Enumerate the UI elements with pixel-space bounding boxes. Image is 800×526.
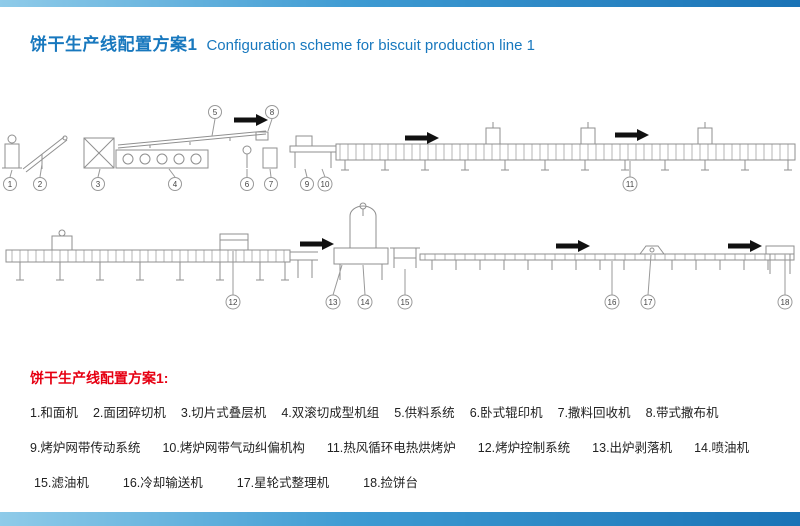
callout-number: 13 [329,298,338,307]
cooling-conveyor-icon [419,253,795,270]
callout-15: 15 [397,294,413,310]
callout-number: 17 [644,298,653,307]
callout-number: 3 [96,180,101,189]
legend-line-2: 9.烤炉网带传动系统 10.烤炉网带气动纠偏机构 11.热风循环电热烘烤炉 12… [30,437,784,456]
legend-item-15: 15.滤油机 [34,476,89,490]
callout-5: 5 [208,105,222,119]
bottom-decor-bar [0,512,800,526]
flow-arrow [234,114,268,126]
legend-item-11: 11.热风循环电热烘烤炉 [326,441,456,455]
flow-arrow [300,238,334,250]
stripper-oil-sprayer-icon [333,202,389,280]
callout-number: 5 [213,108,218,117]
callout-10: 10 [317,176,333,192]
dough-cutter-conveyor-icon [22,135,68,173]
callout-6: 6 [240,177,254,191]
callout-number: 2 [38,180,43,189]
callout-number: 7 [269,180,274,189]
title-english: Configuration scheme for biscuit product… [206,37,535,54]
legend-item-2: 2.面团碎切机 [92,406,166,420]
title-chinese: 饼干生产线配置方案1 [30,35,198,54]
callout-number: 10 [321,180,330,189]
callout-number: 18 [781,298,790,307]
baking-oven-icon [335,143,796,171]
callout-4: 4 [168,177,182,191]
picking-table-icon [765,245,795,274]
legend-item-4: 4.双滚切成型机组 [281,406,380,420]
oven-control-box-icon [219,233,249,251]
legend-item-8: 8.带式撒布机 [645,406,719,420]
transition-section-icon [290,251,318,278]
oven-cabinet-icon [485,122,713,145]
callout-16: 16 [604,294,620,310]
flow-arrow [728,240,762,252]
legend-item-7: 7.撒料回收机 [557,406,631,420]
callout-number: 8 [270,108,275,117]
callout-9: 9 [300,177,314,191]
legend-item-12: 12.烤炉控制系统 [477,441,571,455]
callout-number: 11 [626,180,635,189]
flow-arrow [556,240,590,252]
oil-filter-icon [390,247,420,268]
callout-11: 11 [622,176,638,192]
oven-belt-band-icon [5,249,291,281]
belt-drive-unit-icon [51,229,73,251]
callout-18: 18 [777,294,793,310]
legend-item-1: 1.和面机 [30,406,78,420]
callout-3: 3 [91,177,105,191]
callout-number: 1 [8,180,13,189]
legend-line-3: 15.滤油机 16.冷却输送机 17.星轮式整理机 18.捡饼台 [34,472,784,491]
production-line-diagram: 1 2 3 4 5 6 7 8 9 10 11 12 13 14 15 16 1… [0,92,800,354]
callout-number: 4 [173,180,178,189]
callout-12: 12 [225,294,241,310]
star-wheel-arranger-icon [639,245,665,255]
legend-item-5: 5.供料系统 [394,406,455,420]
callout-number: 14 [361,298,370,307]
legend-item-17: 17.星轮式整理机 [236,476,330,490]
roller-printer-icon [242,145,252,168]
callout-1: 1 [3,177,17,191]
top-decor-bar [0,0,800,7]
dough-mixer-icon [2,134,22,169]
legend-line-1: 1.和面机 2.面团碎切机 3.切片式叠层机 4.双滚切成型机组 5.供料系统 … [30,402,784,421]
callout-number: 15 [401,298,410,307]
callout-number: 12 [229,298,238,307]
callout-7: 7 [264,177,278,191]
legend-item-16: 16.冷却输送机 [122,476,203,490]
callout-14: 14 [357,294,373,310]
oven-belt-platform-icon [289,135,337,168]
legend-item-13: 13.出炉剥落机 [592,441,673,455]
callouts: 1 2 3 4 5 6 7 8 9 10 11 12 13 14 15 16 1… [3,105,793,310]
page-title: 饼干生产线配置方案1 Configuration scheme for bisc… [30,30,535,55]
legend-item-10: 10.烤炉网带气动纠偏机构 [162,441,305,455]
callout-2: 2 [33,177,47,191]
laminator-icon [83,137,115,169]
diagram-svg: 1 2 3 4 5 6 7 8 9 10 11 12 13 14 15 16 1… [2,105,796,310]
sprinkler-recycler-icon [262,147,278,169]
legend-heading: 饼干生产线配置方案1: [30,370,169,386]
legend-item-14: 14.喷油机 [694,441,749,455]
callout-13: 13 [325,294,341,310]
top-row-equipment [2,122,796,173]
belt-sprinkler-icon [255,131,269,141]
legend-item-6: 6.卧式辊印机 [469,406,543,420]
feeder-system-icon [117,130,267,149]
callout-number: 16 [608,298,617,307]
flow-arrow [405,132,439,144]
callout-number: 6 [245,180,250,189]
bottom-row-equipment [5,202,795,281]
callout-17: 17 [640,294,656,310]
legend: 饼干生产线配置方案1: 1.和面机 2.面团碎切机 3.切片式叠层机 4.双滚切… [30,368,784,507]
flow-arrow [615,129,649,141]
callout-8: 8 [265,105,279,119]
legend-item-18: 18.捡饼台 [363,476,419,490]
callout-number: 9 [305,180,310,189]
flow-arrows [234,114,762,252]
legend-item-3: 3.切片式叠层机 [180,406,267,420]
rotary-moulder-icon [115,149,209,169]
legend-item-9: 9.烤炉网带传动系统 [30,441,141,455]
